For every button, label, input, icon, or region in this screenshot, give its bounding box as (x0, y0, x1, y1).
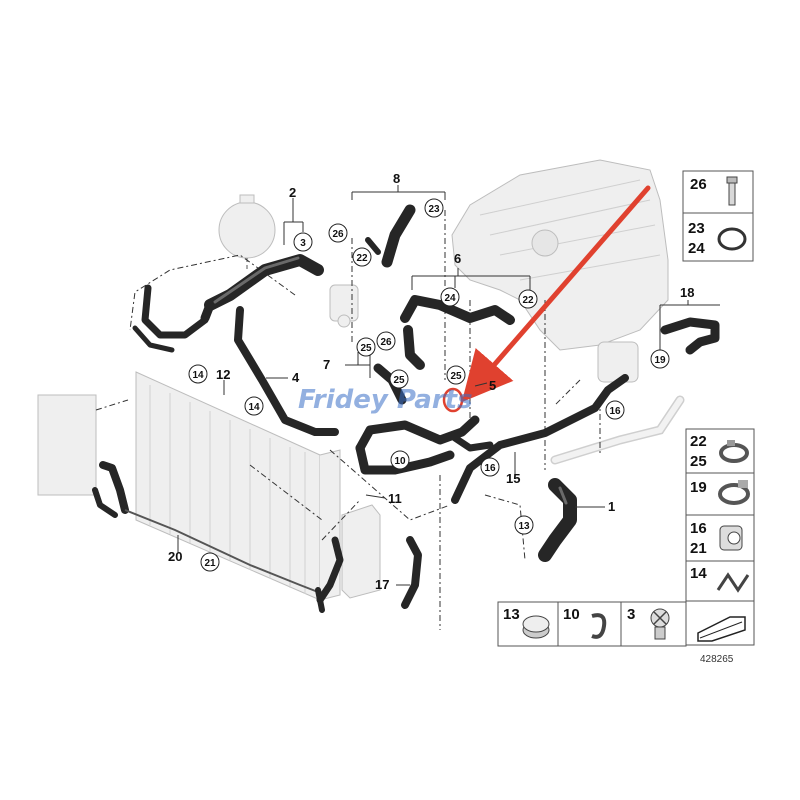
leader-lines (177, 185, 720, 586)
spring-clip-icon (716, 572, 750, 593)
svg-text:22: 22 (690, 433, 707, 450)
svg-text:25: 25 (393, 375, 405, 386)
diagram-reference: 428265 (700, 654, 734, 665)
svg-text:19: 19 (690, 479, 707, 496)
circle-callout-16b: 16 (605, 400, 625, 420)
callout-15: 15 (506, 471, 520, 486)
circle-callout-22a: 22 (352, 247, 372, 267)
callout-labels: 2 8 6 18 7 12 4 5 15 11 1 20 17 (168, 171, 694, 592)
circle-callout-16a: 16 (480, 457, 500, 477)
svg-text:14: 14 (192, 370, 204, 381)
svg-text:25: 25 (690, 453, 707, 470)
direction-arrow-icon (697, 616, 746, 642)
circle-callout-14a: 14 (188, 364, 208, 384)
circle-callout-25c: 25 (446, 365, 466, 385)
callout-7: 7 (323, 357, 330, 372)
red-pointer-arrow (461, 185, 651, 403)
circle-callout-26b: 26 (376, 331, 396, 351)
callout-11: 11 (388, 491, 402, 506)
legend-screw: 26 (682, 170, 754, 214)
circle-callout-21: 21 (200, 552, 220, 572)
hose-clamp-icon (719, 440, 749, 463)
circle-callout-23: 23 (424, 198, 444, 218)
legend-clip-14: 14 (685, 560, 755, 602)
svg-text:25: 25 (360, 343, 372, 354)
svg-text:26: 26 (380, 337, 392, 348)
svg-text:21: 21 (690, 540, 707, 557)
svg-text:25: 25 (450, 371, 462, 382)
engine-block (451, 159, 669, 351)
svg-text:14: 14 (690, 565, 707, 582)
band-clamp-13-icon (522, 615, 550, 639)
svg-text:23: 23 (688, 220, 705, 237)
band-clamp-icon (718, 480, 750, 505)
legend-clamp-19: 19 (685, 472, 755, 516)
screw-icon (726, 176, 738, 206)
circle-callout-13: 13 (514, 515, 534, 535)
watermark: Fridey Parts (298, 385, 473, 415)
callout-5: 5 (489, 378, 496, 393)
circle-callout-10: 10 (390, 450, 410, 470)
callout-4: 4 (292, 370, 300, 385)
svg-text:14: 14 (248, 402, 260, 413)
svg-text:24: 24 (688, 240, 705, 257)
legend-arrow-panel (685, 600, 755, 646)
callout-20: 20 (168, 549, 182, 564)
svg-text:16: 16 (609, 406, 621, 417)
legend-clip-16-21: 16 21 (685, 514, 755, 562)
svg-text:13: 13 (518, 521, 530, 532)
circle-callout-24: 24 (440, 287, 460, 307)
svg-text:13: 13 (503, 606, 520, 623)
spring-clip-10-icon (591, 613, 607, 639)
callout-1: 1 (608, 499, 615, 514)
small-reservoir (341, 504, 381, 599)
svg-text:26: 26 (332, 229, 344, 240)
svg-text:22: 22 (522, 295, 534, 306)
circle-callout-3: 3 (293, 232, 313, 252)
circle-callout-26a: 26 (328, 223, 348, 243)
callout-17: 17 (375, 577, 389, 592)
svg-text:16: 16 (484, 463, 496, 474)
legend-clamp-22-25: 22 25 (685, 428, 755, 474)
legend-column: 26 23 24 22 25 19 (682, 170, 755, 646)
svg-text:10: 10 (394, 456, 406, 467)
circle-callout-14b: 14 (244, 396, 264, 416)
svg-text:10: 10 (563, 606, 580, 623)
radiator (37, 371, 341, 601)
heater-pipe (550, 341, 685, 465)
svg-text:3: 3 (300, 238, 306, 249)
circle-callout-22b: 22 (518, 289, 538, 309)
circle-callout-25b: 25 (389, 369, 409, 389)
svg-text:3: 3 (627, 606, 635, 623)
svg-text:21: 21 (204, 558, 216, 569)
callout-18: 18 (680, 285, 694, 300)
expansion-tank (218, 194, 276, 270)
callout-6: 6 (454, 251, 461, 266)
thermostat-housing (329, 284, 359, 328)
callout-8: 8 (393, 171, 400, 186)
bleed-screw-icon (650, 608, 670, 640)
svg-text:26: 26 (690, 176, 707, 193)
circle-callout-25a: 25 (356, 337, 376, 357)
callout-2: 2 (289, 185, 296, 200)
circle-callout-19: 19 (650, 349, 670, 369)
hoses (92, 204, 720, 613)
circled-callouts: 3 26 22 23 24 22 25 26 25 25 14 14 10 16… (188, 198, 670, 572)
highlight-ring (442, 387, 464, 413)
hose-clip-icon (719, 525, 743, 551)
svg-text:22: 22 (356, 253, 368, 264)
svg-text:19: 19 (654, 355, 666, 366)
svg-text:16: 16 (690, 520, 707, 537)
svg-text:24: 24 (444, 293, 456, 304)
legend-row-bottom: 13 10 3 (497, 601, 687, 647)
legend-oring: 23 24 (682, 212, 754, 262)
svg-text:23: 23 (428, 204, 440, 215)
oring-icon (717, 227, 747, 251)
callout-12: 12 (216, 367, 230, 382)
